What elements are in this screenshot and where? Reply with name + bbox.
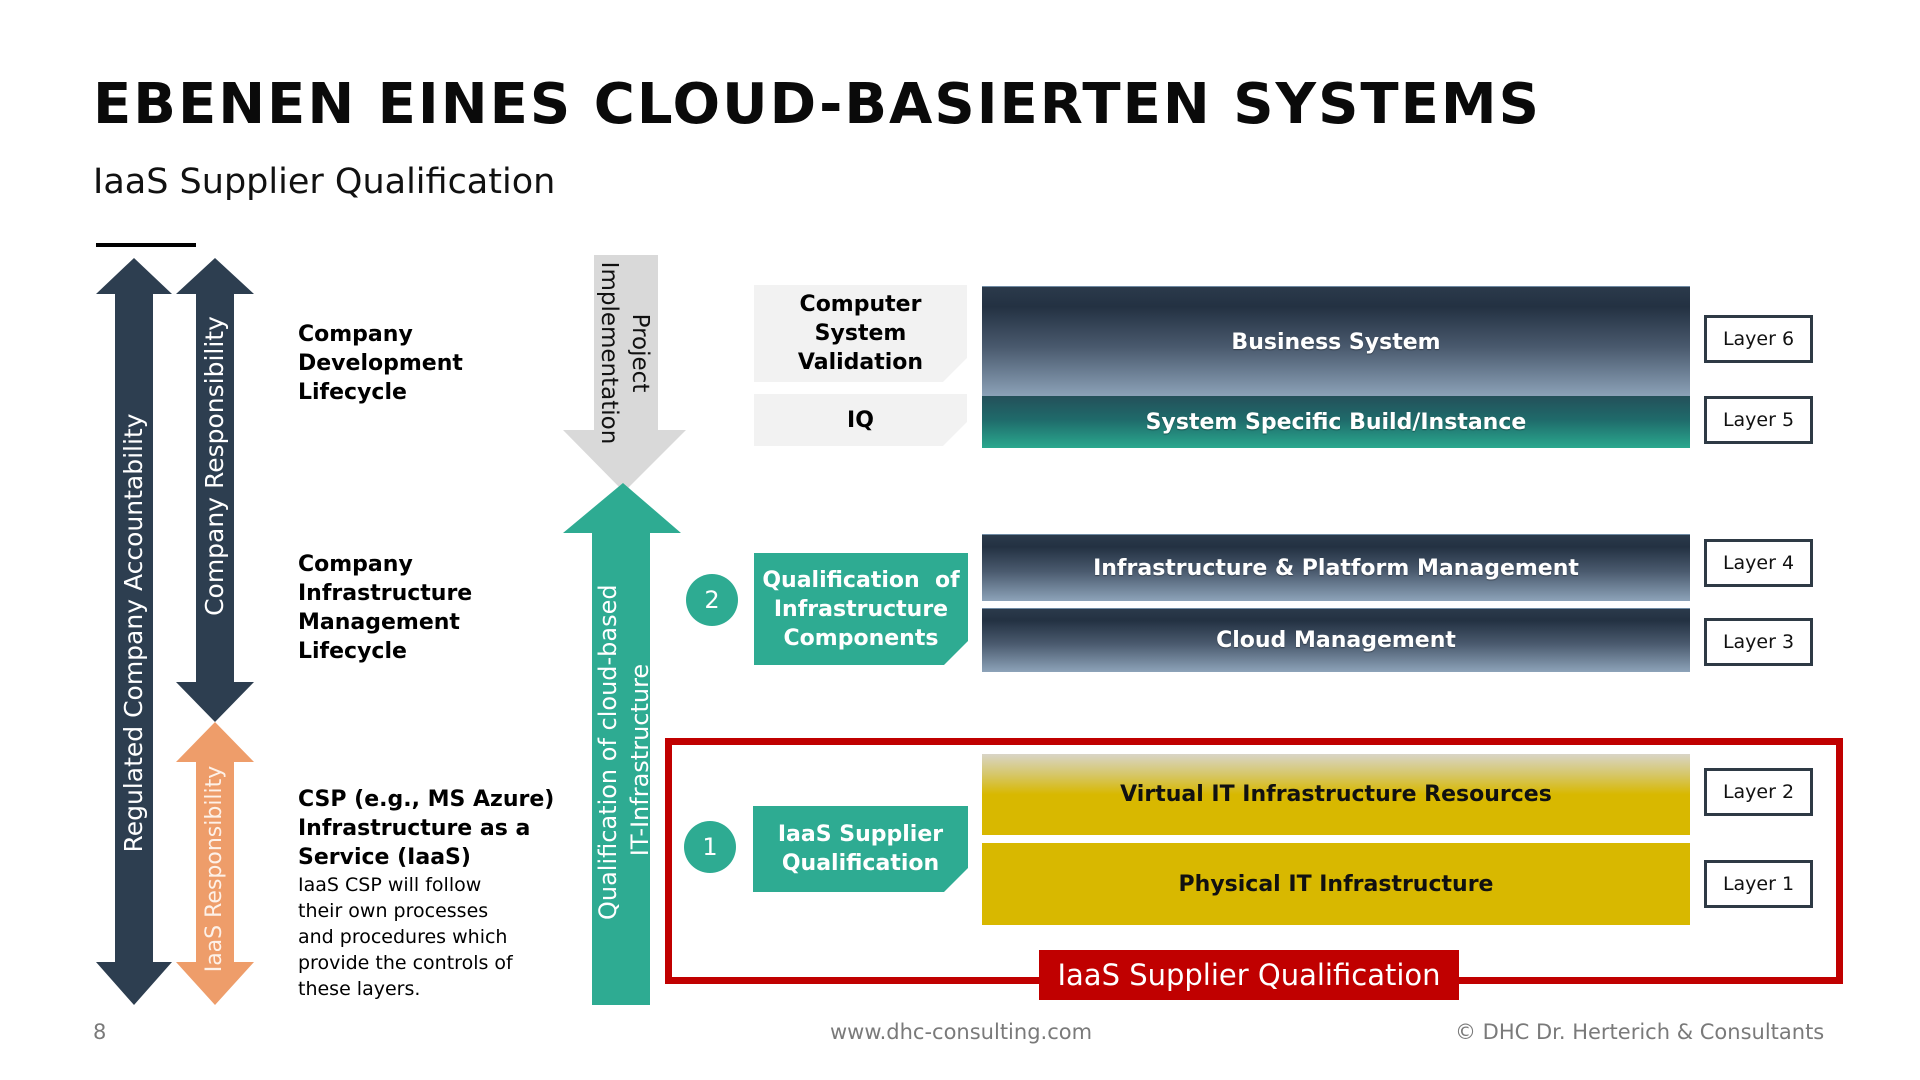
page-subtitle: IaaS Supplier Qualification xyxy=(93,162,556,202)
page-number: 8 xyxy=(93,1020,107,1044)
layer-6-name: Business System xyxy=(1231,329,1441,355)
qualification-label-line1: Qualification of cloud-based xyxy=(594,584,622,920)
text-line: Development xyxy=(298,351,463,376)
layer-1-name: Physical IT Infrastructure xyxy=(1178,871,1494,897)
title-underline xyxy=(96,243,196,247)
text-line: Computer xyxy=(799,292,922,317)
text-line: CSP (e.g., MS Azure) xyxy=(298,787,555,812)
iaas-highlight-frame xyxy=(665,738,1843,984)
step-2-badge: 2 xyxy=(686,574,738,626)
text-line: Service (IaaS) xyxy=(298,845,471,870)
infrastructure-components-box: Qualification of Infrastructure Componen… xyxy=(754,553,968,665)
iaas-supplier-box: IaaS Supplier Qualification xyxy=(753,806,968,892)
layer-4-label: Layer 4 xyxy=(1704,539,1813,587)
project-label-line1: Project xyxy=(627,313,653,393)
layer-3-label: Layer 3 xyxy=(1704,618,1813,666)
text-line: Qualification xyxy=(781,851,940,876)
text-line: Lifecycle xyxy=(298,639,407,664)
infrastructure-lifecycle-label: Company Infrastructure Management Lifecy… xyxy=(298,550,472,666)
layer-2-bar: Virtual IT Infrastructure Resources xyxy=(982,754,1690,835)
iaas-responsibility-double-arrow xyxy=(176,722,254,1005)
project-label-line2: Implementation xyxy=(596,261,622,445)
text-line: and procedures which xyxy=(298,926,508,948)
iaas-responsibility-label: IaaS Responsibility xyxy=(202,765,227,973)
layer-4-bar: Infrastructure & Platform Management xyxy=(982,534,1690,601)
text-line: Validation xyxy=(797,350,924,375)
text-line: Qualification of xyxy=(762,567,960,593)
text-line: Components xyxy=(783,625,939,651)
text-line: IaaS CSP will follow xyxy=(298,874,482,896)
text-line: Company xyxy=(298,322,413,347)
footer-copyright: © DHC Dr. Herterich & Consultants xyxy=(1455,1020,1825,1044)
csv-box: Computer System Validation xyxy=(754,285,967,382)
layer-4-name: Infrastructure & Platform Management xyxy=(1093,555,1579,581)
layer-6-bar: Business System xyxy=(982,286,1690,397)
folded-corner xyxy=(944,868,968,892)
qualification-up-arrow xyxy=(563,483,681,1005)
company-responsibility-double-arrow xyxy=(176,258,254,722)
iaas-highlight-label: IaaS Supplier Qualification xyxy=(1039,950,1459,1000)
text-line: Infrastructure as a xyxy=(298,816,531,841)
text-line: Company xyxy=(298,552,413,577)
layer-2-label: Layer 2 xyxy=(1704,768,1813,816)
accountability-double-arrow xyxy=(96,258,172,1005)
page-title: EBENEN EINES CLOUD-BASIERTEN SYSTEMS xyxy=(93,72,1541,137)
text-line: IaaS Supplier xyxy=(777,822,944,847)
company-responsibility-label: Company Responsibility xyxy=(200,316,229,616)
layer-5-name: System Specific Build/Instance xyxy=(1145,409,1527,435)
accountability-label: Regulated Company Accountability xyxy=(119,413,148,853)
layer-6-label: Layer 6 xyxy=(1704,315,1813,363)
qualification-label-line2: IT-Infrastructure xyxy=(626,663,654,857)
text-line: Infrastructure xyxy=(298,581,473,606)
layer-1-bar: Physical IT Infrastructure xyxy=(982,843,1690,925)
project-implementation-arrow xyxy=(563,255,686,492)
layer-5-label: Layer 5 xyxy=(1704,396,1813,444)
text-line: their own processes xyxy=(298,900,489,922)
layer-5-bar: System Specific Build/Instance xyxy=(982,396,1690,448)
csp-iaas-label: CSP (e.g., MS Azure) Infrastructure as a… xyxy=(298,785,554,1002)
step-1-badge: 1 xyxy=(684,821,736,873)
layer-2-name: Virtual IT Infrastructure Resources xyxy=(1120,782,1552,807)
folded-corner xyxy=(944,641,968,665)
layer-3-name: Cloud Management xyxy=(1216,628,1456,653)
text-line: these layers. xyxy=(298,978,421,1000)
folded-corner xyxy=(943,422,967,446)
qualification-arrow-label: Qualification of cloud-based IT-Infrastr… xyxy=(592,584,658,920)
layer-3-bar: Cloud Management xyxy=(982,608,1690,672)
text-line: Management xyxy=(298,610,460,635)
iq-label: IQ xyxy=(847,407,874,433)
layer-1-label: Layer 1 xyxy=(1704,860,1813,908)
text-line: Lifecycle xyxy=(298,380,407,405)
csp-description: IaaS CSP will follow their own processes… xyxy=(298,872,554,1002)
text-line: Infrastructure xyxy=(773,596,949,622)
folded-corner xyxy=(943,358,967,382)
project-implementation-label: Project Implementation xyxy=(591,258,655,448)
iq-box: IQ xyxy=(754,394,967,446)
development-lifecycle-label: Company Development Lifecycle xyxy=(298,320,463,407)
text-line: provide the controls of xyxy=(298,952,513,974)
text-line: System xyxy=(814,321,907,346)
footer-url[interactable]: www.dhc-consulting.com xyxy=(830,1020,1093,1044)
